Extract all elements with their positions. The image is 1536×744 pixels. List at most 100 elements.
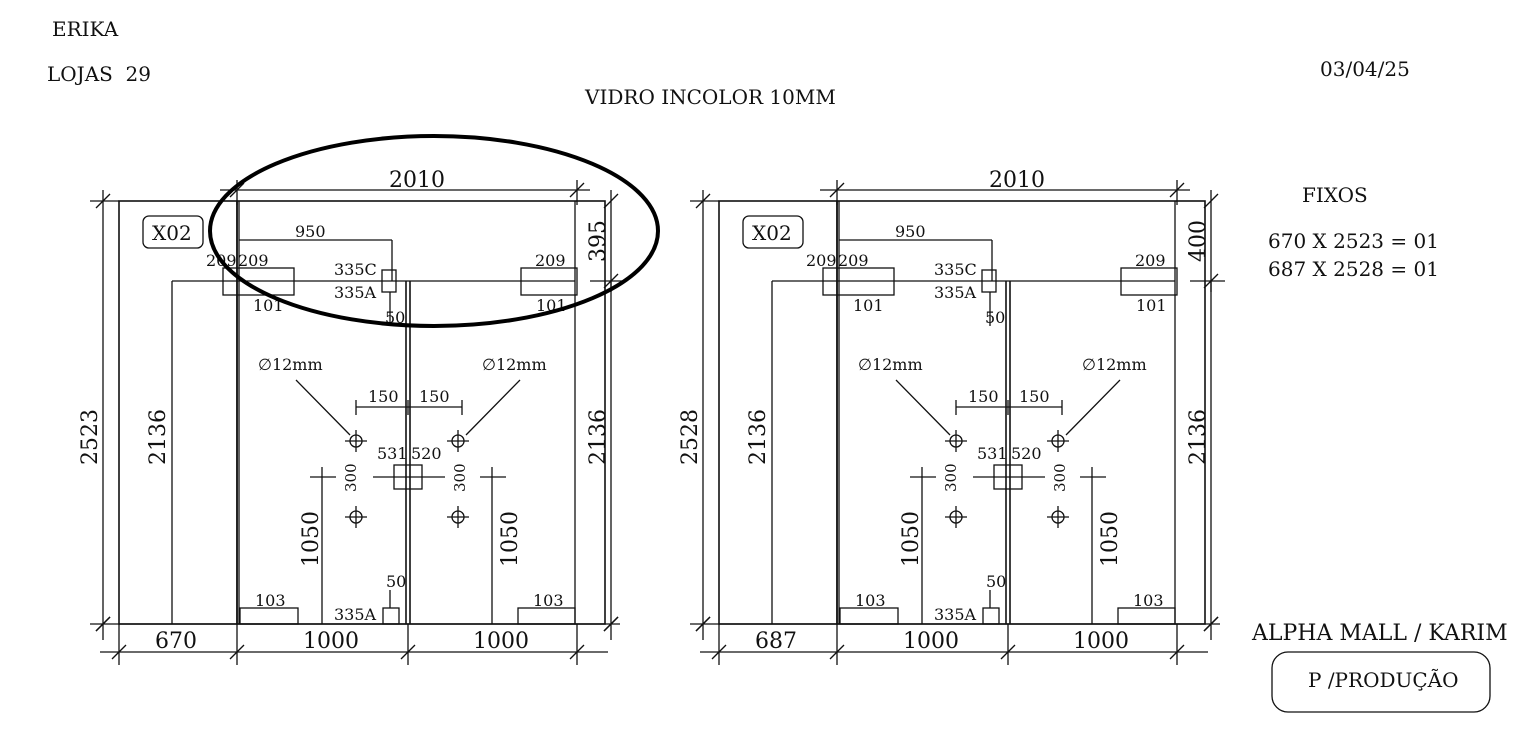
dimension-tick	[111, 644, 127, 660]
dimension-hinge: 209	[238, 251, 269, 270]
dimension-tick	[569, 644, 585, 660]
dimension-tick	[829, 644, 845, 660]
leader-line	[1065, 379, 1121, 436]
dimension-bottom-fixed: 687	[755, 629, 797, 654]
dimension-hinge: 209	[1135, 251, 1166, 270]
dimension-hinge: 209	[535, 251, 566, 270]
lock-label: 335A	[934, 605, 977, 624]
production-badge-frame	[1271, 651, 1491, 713]
dimension-gap: 50	[985, 308, 1005, 327]
dimension-center: 531	[377, 444, 408, 463]
top-lock	[381, 269, 397, 293]
panel-tag-frame	[742, 215, 804, 249]
dimension-center: 520	[1011, 444, 1042, 463]
bottom-pivot-right	[517, 607, 576, 625]
dimension-handle-height: 1050	[299, 511, 324, 567]
leader-line	[895, 379, 951, 436]
dimension-hinge-depth: 101	[853, 296, 884, 315]
production-badge: P /PRODUÇÃO	[1308, 668, 1459, 692]
dimension-top-width: 2010	[389, 168, 445, 193]
bottom-lock	[382, 607, 400, 625]
dimension-handle-height: 1050	[1098, 511, 1123, 567]
dimension-pivot: 103	[533, 591, 564, 610]
top-hinge-left	[222, 267, 295, 296]
hole-diameter-label: ∅12mm	[858, 355, 923, 374]
dimension-fixed-height: 2136	[746, 409, 771, 465]
fixos-title: FIXOS	[1302, 183, 1368, 207]
top-hinge-right	[520, 267, 578, 296]
bottom-pivot-left	[839, 607, 899, 625]
dimension-total-height: 2523	[78, 409, 103, 465]
lock-label: 335A	[934, 283, 977, 302]
dimension-hinge-depth: 101	[253, 296, 284, 315]
dimension-bottom-door: 1000	[473, 629, 529, 654]
dimension-pivot: 103	[855, 591, 886, 610]
dimension-hole-spacing: 150	[968, 387, 999, 406]
lock-label: 335A	[334, 283, 377, 302]
dimension-tick	[95, 616, 111, 632]
dimension-handle-height: 1050	[498, 511, 523, 567]
dimension-gap: 50	[986, 572, 1006, 591]
fixos-item: 670 X 2523 = 01	[1268, 229, 1439, 253]
panel-tag: X02	[152, 221, 192, 245]
bottom-pivot-left	[239, 607, 299, 625]
dimension-tick	[1203, 193, 1219, 209]
dimension-tick	[229, 644, 245, 660]
dimension-tick	[603, 616, 619, 632]
dimension-handle-offset: 950	[895, 222, 926, 241]
highlight-ellipse	[208, 134, 660, 328]
dimension-tick	[1000, 644, 1016, 660]
dimension-vertical: 300	[942, 463, 960, 492]
dimension-tick	[1169, 644, 1185, 660]
dimension-pivot: 103	[255, 591, 286, 610]
dimension-vertical: 300	[451, 463, 469, 492]
dimension-center: 531	[977, 444, 1008, 463]
date: 03/04/25	[1320, 57, 1410, 81]
top-hinge-left	[822, 267, 895, 296]
lock-label: 335A	[334, 605, 377, 624]
leader-line	[295, 379, 351, 436]
dimension-gap: 50	[386, 572, 406, 591]
dimension-vertical: 300	[342, 463, 360, 492]
dimension-hole-spacing: 150	[368, 387, 399, 406]
dimension-bottom-door: 1000	[303, 629, 359, 654]
dimension-hinge-depth: 101	[1136, 296, 1167, 315]
glass-spec: VIDRO INCOLOR 10MM	[584, 85, 836, 109]
dimension-total-height: 2528	[678, 409, 703, 465]
top-lock	[981, 269, 997, 293]
dimension-door-height: 2136	[1186, 409, 1211, 465]
dimension-top-right: 395	[586, 220, 611, 262]
fixos-item: 687 X 2528 = 01	[1268, 257, 1439, 281]
hole-diameter-label: ∅12mm	[258, 355, 323, 374]
dimension-bottom-door: 1000	[1073, 629, 1129, 654]
dimension-bottom-fixed: 670	[155, 629, 197, 654]
dimension-tick	[695, 616, 711, 632]
dimension-top-width: 2010	[989, 168, 1045, 193]
dimension-top-right: 400	[1186, 220, 1211, 262]
leader-line	[465, 379, 521, 436]
hole-diameter-label: ∅12mm	[482, 355, 547, 374]
bottom-pivot-right	[1117, 607, 1176, 625]
lock-label: 335C	[934, 260, 977, 279]
dimension-bottom-door: 1000	[903, 629, 959, 654]
dimension-hinge: 209	[806, 251, 837, 270]
dimension-center: 520	[411, 444, 442, 463]
dimension-hole-spacing: 150	[419, 387, 450, 406]
dimension-tick	[1203, 616, 1219, 632]
bottom-lock	[982, 607, 1000, 625]
panel-tag-frame	[142, 215, 204, 249]
dimension-tick	[603, 193, 619, 209]
client-name: ERIKA	[52, 17, 119, 41]
dimension-handle-height: 1050	[899, 511, 924, 567]
project-name: ALPHA MALL / KARIM	[1251, 621, 1508, 646]
dimension-door-height: 2136	[586, 409, 611, 465]
dimension-fixed-height: 2136	[146, 409, 171, 465]
panel-tag: X02	[752, 221, 792, 245]
dimension-tick	[711, 644, 727, 660]
dimension-hinge: 209	[838, 251, 869, 270]
top-hinge-right	[1120, 267, 1178, 296]
dimension-vertical: 300	[1051, 463, 1069, 492]
